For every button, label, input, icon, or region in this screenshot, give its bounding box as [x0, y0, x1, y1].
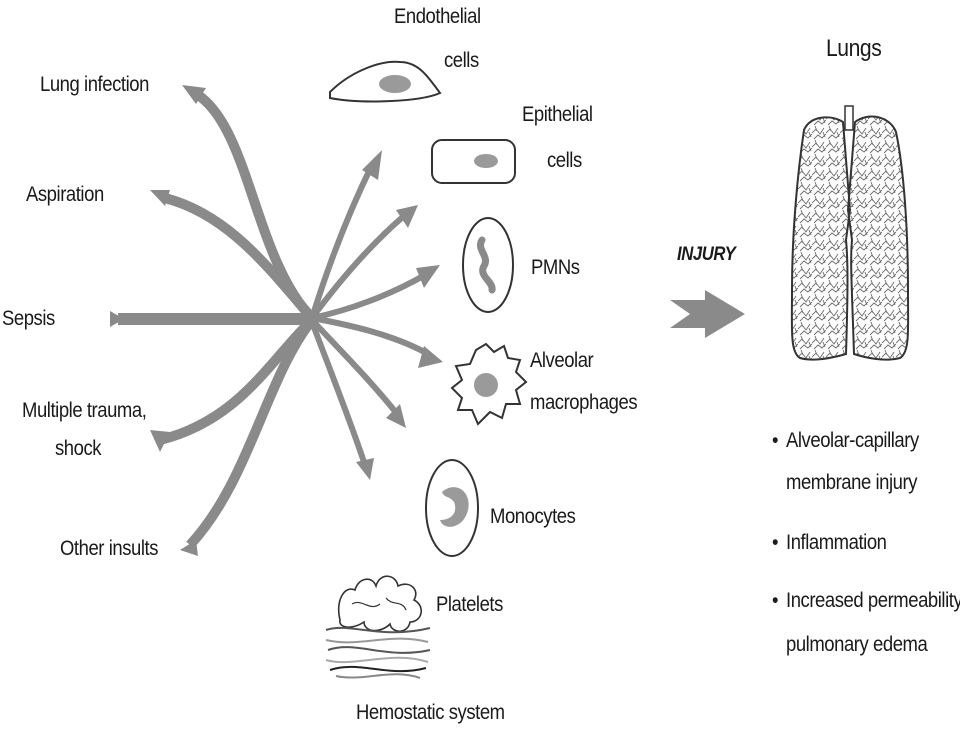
label-macrophages: macrophages — [530, 391, 638, 414]
arrow-aspiration — [163, 193, 316, 322]
lungs-title: Lungs — [826, 35, 882, 62]
outcome-bullet-3: • — [772, 589, 779, 612]
effect-arrows — [309, 163, 432, 466]
outcome-1-line-2: membrane injury — [786, 471, 918, 494]
arrow-to-monocytes — [309, 317, 401, 417]
arrow-to-endothelial — [309, 163, 375, 319]
cause-other-insults: Other insults — [60, 537, 159, 560]
lungs-icon — [790, 105, 910, 361]
label-pmns: PMNs — [531, 256, 580, 279]
outcome-3-line-1: Increased permeability — [786, 589, 960, 612]
label-epithelial-cells: cells — [547, 149, 582, 172]
outcome-bullet-1: • — [772, 429, 779, 452]
label-endothelial: Endothelial — [394, 5, 481, 28]
cause-sepsis: Sepsis — [2, 307, 55, 330]
cause-multiple-trauma: Multiple trauma, — [22, 399, 147, 422]
label-hemostatic-system: Hemostatic system — [356, 701, 505, 724]
arrow-to-epithelial — [309, 212, 407, 320]
label-epithelial: Epithelial — [522, 103, 593, 126]
cause-lung-infection: Lung infection — [40, 73, 149, 96]
outcome-2-line-1: Inflammation — [786, 531, 887, 554]
outcome-3-line-2: pulmonary edema — [786, 633, 928, 656]
arrow-to-macrophages — [311, 315, 432, 358]
cause-aspiration: Aspiration — [26, 183, 104, 206]
cause-arrows — [118, 90, 316, 549]
outcome-bullet-2: • — [772, 531, 779, 554]
injury-label: INJURY — [677, 244, 736, 265]
label-monocytes: Monocytes — [490, 505, 576, 528]
cause-arrow-tails — [110, 85, 206, 556]
macrophage-cell-icon — [450, 342, 528, 426]
label-endothelial-cells: cells — [444, 49, 479, 72]
monocyte-cell-icon — [425, 459, 479, 557]
pmn-cell-icon — [462, 217, 514, 313]
label-alveolar: Alveolar — [530, 349, 594, 372]
arrow-trauma — [158, 316, 316, 445]
arrow-other — [186, 316, 316, 549]
arrow-lung-infection — [194, 90, 316, 322]
epithelial-cell-icon — [431, 139, 516, 184]
effect-arrow-heads — [356, 150, 443, 480]
arrow-to-platelets — [309, 320, 368, 466]
cause-shock: shock — [55, 437, 102, 460]
outcome-1-line-1: Alveolar-capillary — [786, 429, 919, 452]
arrow-to-pmns — [311, 272, 427, 321]
injury-arrow-icon — [670, 290, 745, 338]
label-platelets: Platelets — [436, 593, 503, 616]
platelets-hemostatic-icon — [325, 575, 431, 679]
endothelial-cell-icon — [329, 60, 442, 103]
